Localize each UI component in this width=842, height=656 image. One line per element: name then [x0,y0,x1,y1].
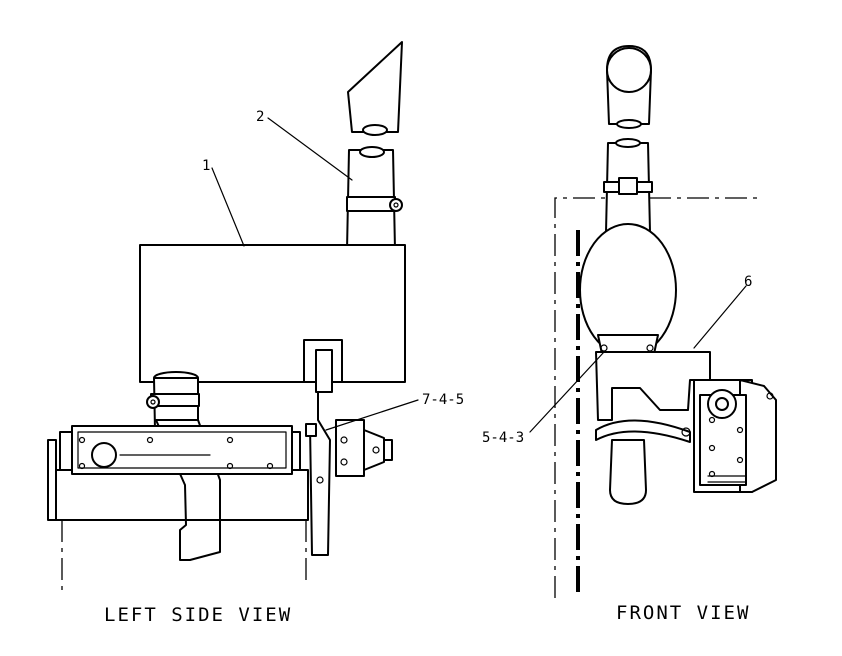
exhaust-stack [346,146,403,256]
turbo-fitting [305,419,393,484]
front-engine-component [693,379,777,493]
leader-7-4-5 [325,399,419,431]
callout-5-4-3: 5-4-3 [482,430,524,446]
engine-outline [47,425,309,590]
callout-1: 1 [202,158,210,174]
stack-clamp [346,196,396,212]
callout-7-4-5: 7-4-5 [422,392,464,408]
front-bracket [595,351,711,443]
front-view-title: FRONT VIEW [616,602,750,624]
left-side-view: 1 2 7-4-5 LEFT SIDE VIEW [47,41,464,626]
muffler-bracket [303,339,343,556]
front-muffler [579,223,677,357]
front-view: 6 5-4-3 FRONT VIEW [482,45,777,624]
front-stack [603,138,653,233]
leader-5-4-3 [529,351,605,433]
front-lower-pipe [609,439,647,505]
leader-6 [693,285,747,349]
leader-1 [211,167,245,247]
front-rain-cap [606,45,652,129]
muffler-body [139,244,406,383]
cab-outline [554,197,757,598]
callout-6: 6 [744,274,752,290]
callout-2: 2 [256,109,264,125]
left-side-view-title: LEFT SIDE VIEW [104,604,292,626]
rain-cap [347,41,403,136]
leader-2 [267,117,353,181]
